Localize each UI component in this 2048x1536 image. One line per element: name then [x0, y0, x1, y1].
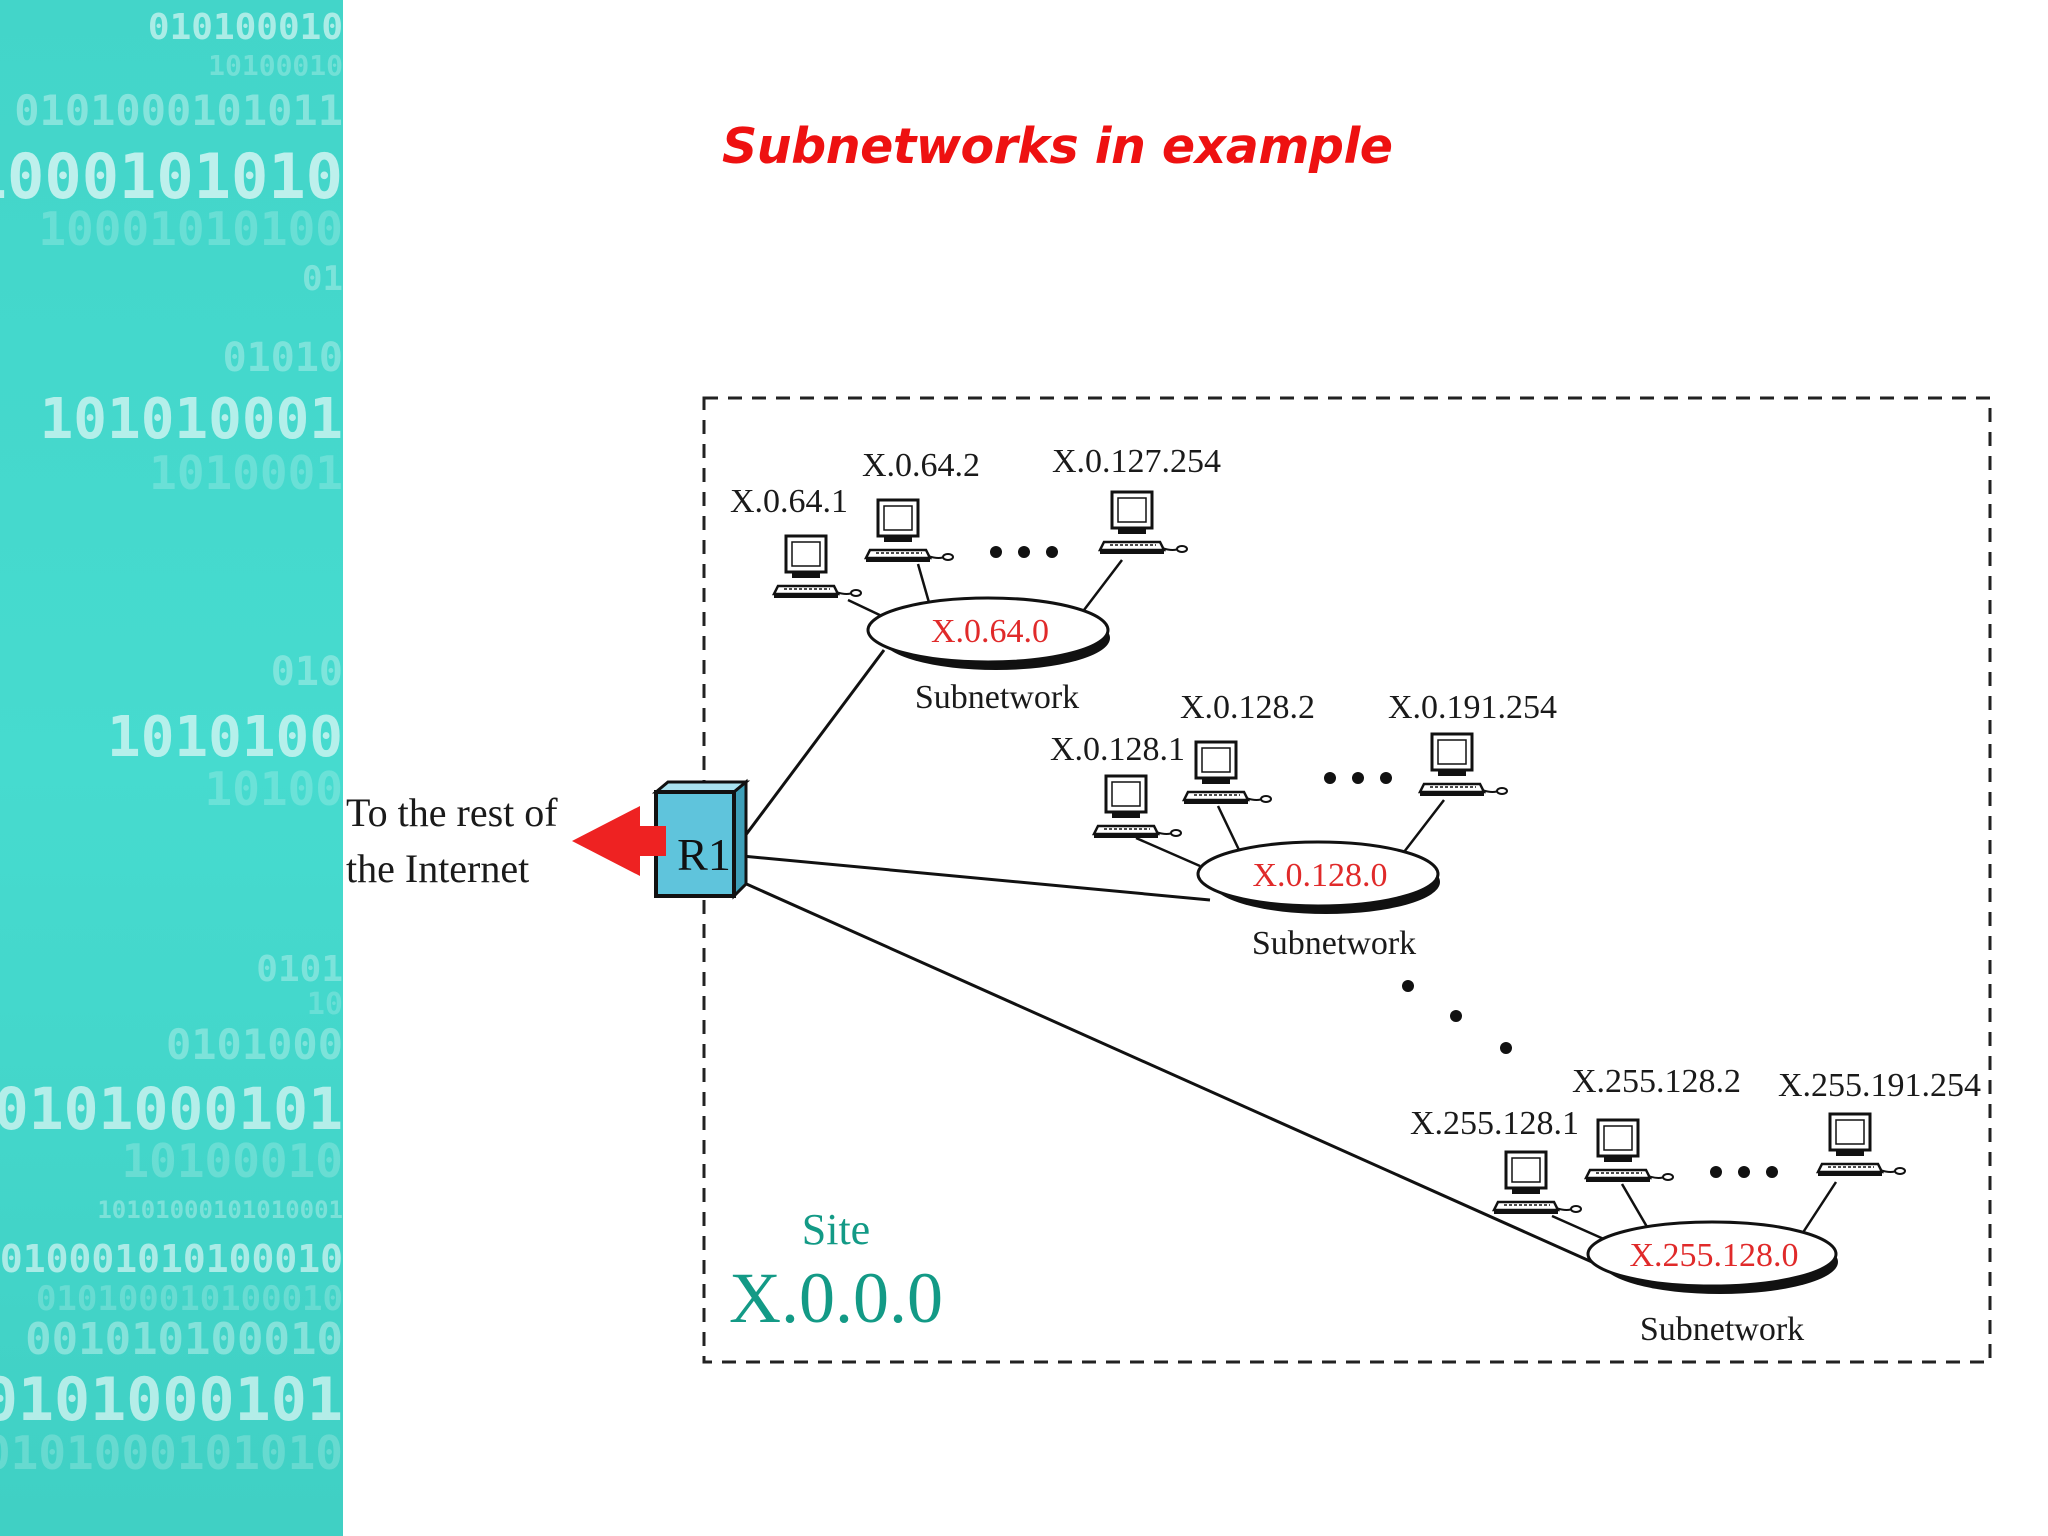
binary-text: 1010001	[149, 446, 343, 500]
binary-text: 0101	[256, 949, 343, 990]
host-address-label: X.255.191.254	[1778, 1067, 1981, 1104]
computer-icon	[864, 498, 955, 564]
computer-icon	[1418, 732, 1509, 798]
binary-text: 0101000101011	[14, 86, 343, 135]
binary-text: 001010100010	[25, 1314, 343, 1365]
subnetwork-caption: Subnetwork	[1252, 925, 1416, 962]
binary-text: 0101000101	[0, 1365, 343, 1435]
binary-text: 10101000101010001	[97, 1196, 343, 1224]
router-label: R1	[677, 829, 731, 880]
computer-icon	[1816, 1112, 1907, 1178]
internet-label: To the rest of	[346, 790, 558, 835]
decorative-sidebar: 010100010 10100010 0101000101011 1000101…	[0, 0, 343, 1536]
binary-text: 010100010	[147, 7, 343, 48]
binary-text: 0101000101010	[0, 1426, 343, 1480]
subnet-node-1	[866, 596, 1110, 670]
link-subnet-1	[740, 649, 886, 841]
internet-label: the Internet	[346, 846, 529, 891]
host-address-label: X.255.128.2	[1572, 1063, 1741, 1100]
host-address-label: X.0.127.254	[1052, 443, 1221, 480]
binary-text: 01010	[222, 335, 343, 381]
site-label: Site	[802, 1205, 870, 1254]
host-address-label: X.0.191.254	[1388, 689, 1557, 726]
subnet-node-2	[1196, 840, 1440, 914]
binary-text: 01	[302, 259, 343, 299]
subnetwork-caption: Subnetwork	[1640, 1311, 1804, 1348]
binary-text: 010100010100010	[35, 1279, 343, 1319]
more-subnets-dots	[1402, 980, 1512, 1054]
host-address-label: X.0.128.1	[1050, 731, 1185, 768]
computer-icon	[1584, 1118, 1675, 1184]
host-address-label: X.0.64.1	[730, 483, 848, 520]
link-subnet-3	[741, 880, 1593, 1264]
link-subnet-2	[741, 854, 1211, 902]
host-address-label: X.0.64.2	[862, 447, 980, 484]
computer-icon	[1182, 740, 1273, 806]
slide-title: Subnetworks in example	[722, 118, 1393, 175]
binary-text: 101010001	[39, 387, 343, 452]
binary-text: 10100	[204, 762, 343, 816]
binary-text: 1000101010	[0, 140, 343, 213]
site-address: X.0.0.0	[729, 1258, 943, 1338]
more-hosts-dots	[990, 546, 1778, 1178]
host-address-label: X.0.128.2	[1180, 689, 1315, 726]
subnet-address-label: X.0.128.0	[1252, 857, 1387, 894]
computer-icon	[1098, 490, 1189, 556]
binary-text: 010	[270, 649, 343, 695]
binary-text: 10	[306, 987, 343, 1022]
router-r1: R1	[651, 778, 751, 900]
computer-icon	[772, 534, 863, 600]
binary-text: 1010100	[106, 705, 343, 770]
computer-icon	[1492, 1150, 1583, 1216]
internet-arrow-icon	[572, 806, 666, 876]
binary-text: 0101000	[165, 1020, 343, 1069]
binary-text: 10100010	[208, 49, 343, 82]
subnet-address-label: X.0.64.0	[931, 613, 1049, 650]
binary-text: 10001010100	[38, 202, 343, 256]
host-address-label: X.255.128.1	[1410, 1105, 1579, 1142]
subnet-address-label: X.255.128.0	[1629, 1237, 1798, 1274]
binary-text: 010001010100010	[0, 1237, 343, 1281]
subnet-node-3	[1586, 1220, 1838, 1294]
binary-text: 0101000101	[0, 1075, 343, 1143]
binary-text: 10100010	[121, 1134, 343, 1188]
computer-icon	[1092, 774, 1183, 840]
subnetwork-caption: Subnetwork	[915, 679, 1079, 716]
